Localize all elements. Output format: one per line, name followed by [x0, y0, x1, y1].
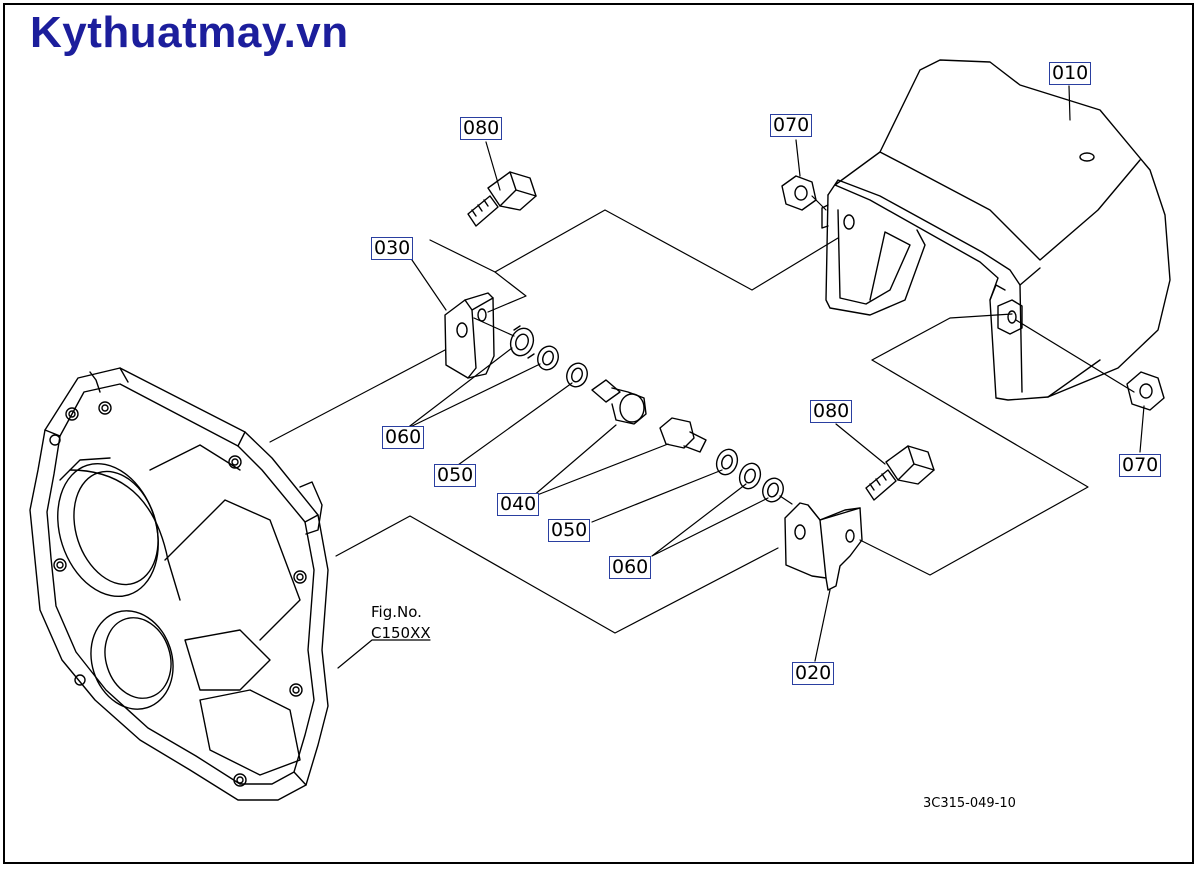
washer-050-upper — [563, 360, 590, 389]
callout-080-lower[interactable]: 080 — [810, 400, 853, 423]
diagram-frame — [3, 3, 1194, 864]
callout-020[interactable]: 020 — [792, 662, 835, 685]
washer-050-lower — [713, 446, 741, 477]
callout-060-lower[interactable]: 060 — [609, 556, 652, 579]
figure-ref-label: Fig.No. — [371, 603, 422, 621]
callout-080-upper[interactable]: 080 — [460, 117, 503, 140]
callout-010[interactable]: 010 — [1049, 62, 1092, 85]
cover-010 — [822, 60, 1170, 400]
bracket-020 — [785, 503, 862, 590]
bolt-040-lower — [660, 418, 706, 452]
nut-070-upper — [782, 176, 816, 210]
callout-040[interactable]: 040 — [497, 493, 540, 516]
callout-030[interactable]: 030 — [371, 237, 414, 260]
bracket-030 — [445, 293, 494, 378]
bolt-080-upper — [468, 172, 536, 226]
callout-070-upper[interactable]: 070 — [770, 114, 813, 137]
nut-070-lower — [1127, 372, 1164, 410]
callout-060-upper[interactable]: 060 — [382, 426, 425, 449]
watermark-brand: Kythuatmay.vn — [30, 8, 349, 57]
figure-ref-number: C150XX — [371, 624, 431, 642]
washer-060-upper-2 — [534, 343, 561, 372]
callout-050-lower[interactable]: 050 — [548, 519, 591, 542]
gear-case-housing — [30, 368, 328, 800]
collar-060-lower-2 — [759, 475, 786, 504]
drawing-code: 3C315-049-10 — [923, 796, 1016, 811]
washer-060-lower-1 — [736, 460, 764, 491]
callout-050-upper[interactable]: 050 — [434, 464, 477, 487]
leader-lines — [338, 86, 1144, 668]
callout-070-lower[interactable]: 070 — [1119, 454, 1162, 477]
assembly-lines — [270, 196, 1134, 633]
bolt-040-upper — [592, 380, 646, 424]
collar-060-upper-1 — [507, 325, 537, 359]
bolt-080-lower — [866, 446, 934, 500]
